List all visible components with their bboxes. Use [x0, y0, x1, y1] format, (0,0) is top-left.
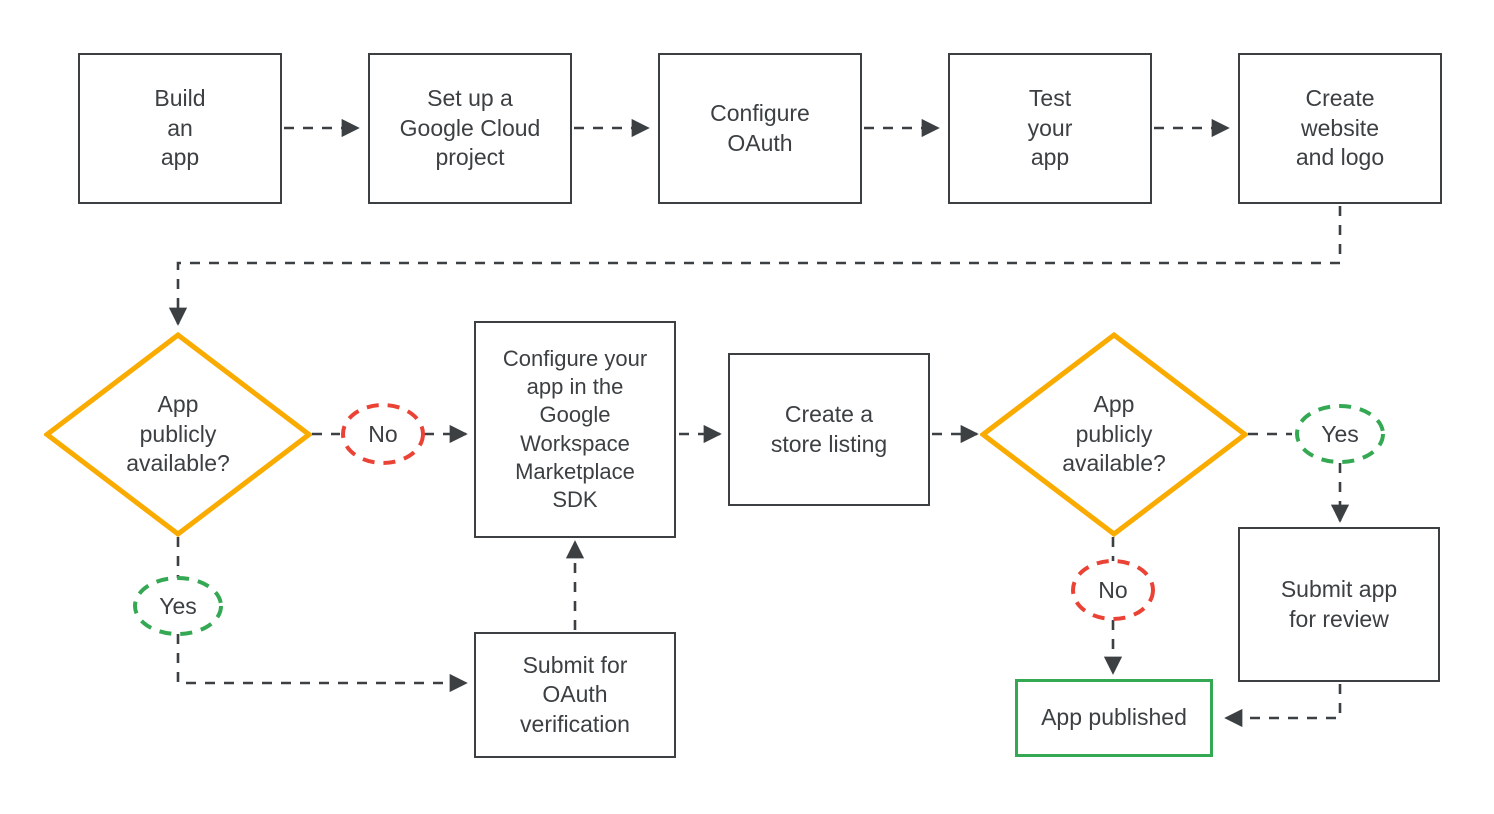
node-label: Test your app [1027, 85, 1073, 171]
node-label: App published [1041, 704, 1187, 731]
edge-label-text: Yes [1321, 420, 1359, 447]
node-create-website-and-logo[interactable]: Create website and logo [1238, 53, 1442, 204]
edge-label-no-1: No [340, 402, 426, 466]
node-decision-app-publicly-available-2[interactable]: App publicly available? [980, 332, 1248, 537]
edge-label-text: No [1098, 576, 1128, 603]
edge-label-text: No [368, 420, 398, 447]
node-submit-app-for-review[interactable]: Submit app for review [1238, 527, 1440, 682]
ellipse-outline-icon [1294, 403, 1386, 465]
node-label: App publicly available? [126, 390, 230, 477]
node-label: Create website and logo [1295, 85, 1385, 171]
node-label: Configure your app in the Google Workspa… [502, 346, 648, 512]
node-submit-for-oauth-verification[interactable]: Submit for OAuth verification [474, 632, 676, 758]
edge-label-yes-1: Yes [132, 575, 224, 637]
node-create-a-store-listing[interactable]: Create a store listing [728, 353, 930, 506]
node-label: Configure OAuth [710, 100, 810, 156]
diamond-shape-icon [980, 332, 1248, 537]
edge-label-no-2: No [1070, 558, 1156, 622]
diamond-shape-icon [44, 332, 312, 537]
node-google-cloud-project[interactable]: Set up a Google Cloud project [368, 53, 572, 204]
node-label: Set up a Google Cloud project [399, 85, 541, 171]
node-label: Create a store listing [770, 401, 888, 457]
node-decision-app-publicly-available-1[interactable]: App publicly available? [44, 332, 312, 537]
edge-yes-to-submit-oauth [176, 634, 468, 693]
node-build-an-app[interactable]: Build an app [78, 53, 282, 204]
node-configure-oauth[interactable]: Configure OAuth [658, 53, 862, 204]
node-label: App publicly available? [1062, 390, 1166, 477]
edge-label-yes-2: Yes [1294, 403, 1386, 465]
edge-website-to-decision1 [168, 206, 1342, 326]
ellipse-outline-icon [132, 575, 224, 637]
ellipse-outline-icon [1070, 558, 1156, 622]
node-app-published[interactable]: App published [1015, 679, 1213, 757]
node-configure-app-in-marketplace-sdk[interactable]: Configure your app in the Google Workspa… [474, 321, 676, 538]
ellipse-outline-icon [340, 402, 426, 466]
edge-label-text: Yes [159, 592, 197, 619]
node-label: Build an app [154, 85, 206, 171]
node-test-your-app[interactable]: Test your app [948, 53, 1152, 204]
edge-review-to-published [1224, 684, 1342, 728]
node-label: Submit app for review [1280, 576, 1398, 632]
node-label: Submit for OAuth verification [520, 651, 630, 737]
